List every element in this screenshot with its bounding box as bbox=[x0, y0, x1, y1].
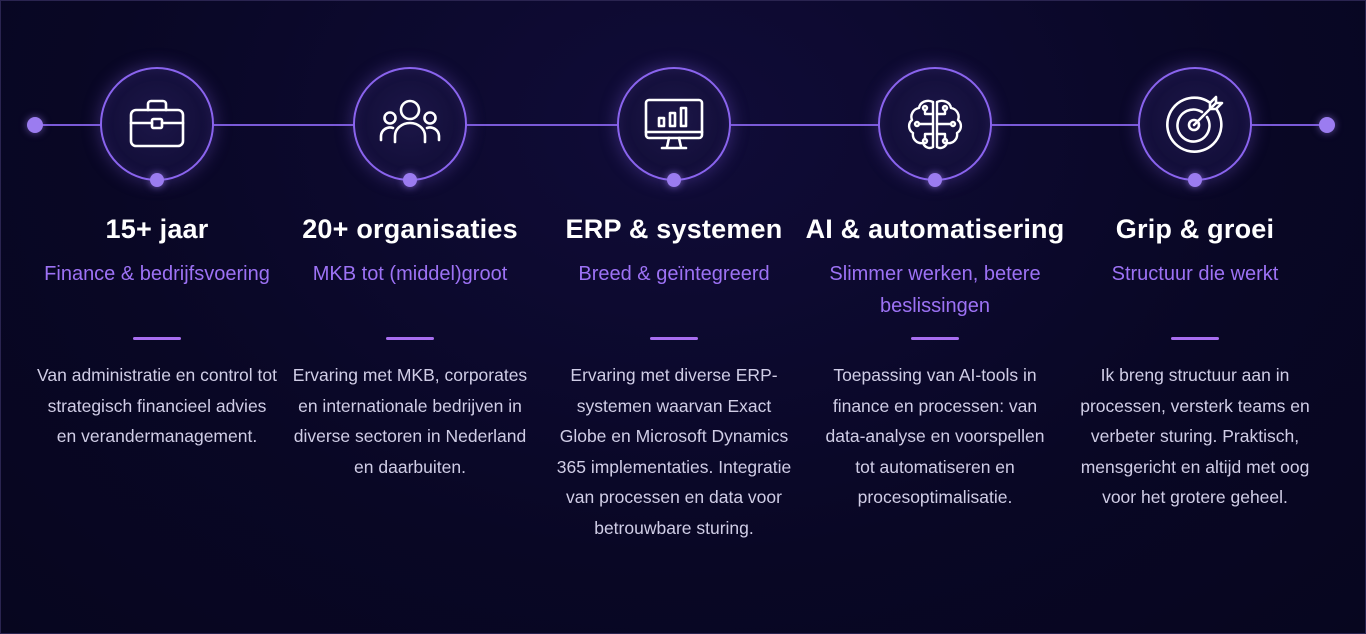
brain-circuit-icon bbox=[907, 99, 963, 150]
milestone-icon-circle bbox=[353, 67, 467, 181]
milestone-subtitle: Structuur die werkt bbox=[1111, 263, 1279, 285]
milestone-icon-circle bbox=[878, 67, 992, 181]
milestone-divider bbox=[911, 337, 959, 340]
timeline-start-dot bbox=[27, 117, 43, 133]
milestone-title: AI & automatisering bbox=[805, 214, 1065, 244]
milestone-icon-circle bbox=[617, 67, 731, 181]
milestone-subtitle: Finance & bedrijfsvoering bbox=[44, 263, 270, 285]
milestone-subtitle: Breed & geïntegreerd bbox=[578, 263, 770, 285]
target-arrow-icon bbox=[1166, 95, 1224, 153]
milestone-ai: AI & automatisering Slimmer werken, bete… bbox=[805, 1, 1065, 633]
milestone-divider bbox=[1171, 337, 1219, 340]
milestone-description: Van administratie en control tot strateg… bbox=[37, 365, 277, 446]
briefcase-icon bbox=[129, 99, 185, 148]
milestone-erp: ERP & systemen Breed & geïntegreerd Erva… bbox=[544, 1, 804, 633]
milestone-subtitle: MKB tot (middel)groot bbox=[312, 263, 508, 285]
milestone-dot bbox=[150, 173, 164, 187]
milestone-icon-circle bbox=[1138, 67, 1252, 181]
milestone-title: ERP & systemen bbox=[565, 214, 783, 244]
milestone-divider bbox=[650, 337, 698, 340]
users-icon bbox=[379, 99, 441, 144]
milestone-divider bbox=[386, 337, 434, 340]
milestone-experience: 15+ jaar Finance & bedrijfsvoering Van a… bbox=[27, 1, 287, 633]
milestone-subtitle: Slimmer werken, betere beslissingen bbox=[829, 263, 1041, 317]
milestone-dot bbox=[667, 173, 681, 187]
milestone-description: Ervaring met diverse ERP-systemen waarva… bbox=[556, 365, 792, 538]
milestone-title: 20+ organisaties bbox=[302, 214, 518, 244]
milestone-grip: Grip & groei Structuur die werkt Ik bren… bbox=[1065, 1, 1325, 633]
timeline-end-dot bbox=[1319, 117, 1335, 133]
milestone-dot bbox=[1188, 173, 1202, 187]
milestone-icon-circle bbox=[100, 67, 214, 181]
milestone-organisations: 20+ organisaties MKB tot (middel)groot E… bbox=[280, 1, 540, 633]
milestone-dot bbox=[928, 173, 942, 187]
milestone-title: Grip & groei bbox=[1115, 214, 1275, 244]
milestone-divider bbox=[133, 337, 181, 340]
milestone-dot bbox=[403, 173, 417, 187]
milestone-description: Ervaring met MKB, corporates en internat… bbox=[292, 365, 528, 477]
milestone-title: 15+ jaar bbox=[105, 214, 209, 244]
milestone-description: Toepassing van AI-tools in finance en pr… bbox=[825, 365, 1045, 507]
monitor-chart-icon bbox=[644, 98, 704, 150]
milestone-description: Ik breng structuur aan in processen, ver… bbox=[1080, 365, 1310, 507]
